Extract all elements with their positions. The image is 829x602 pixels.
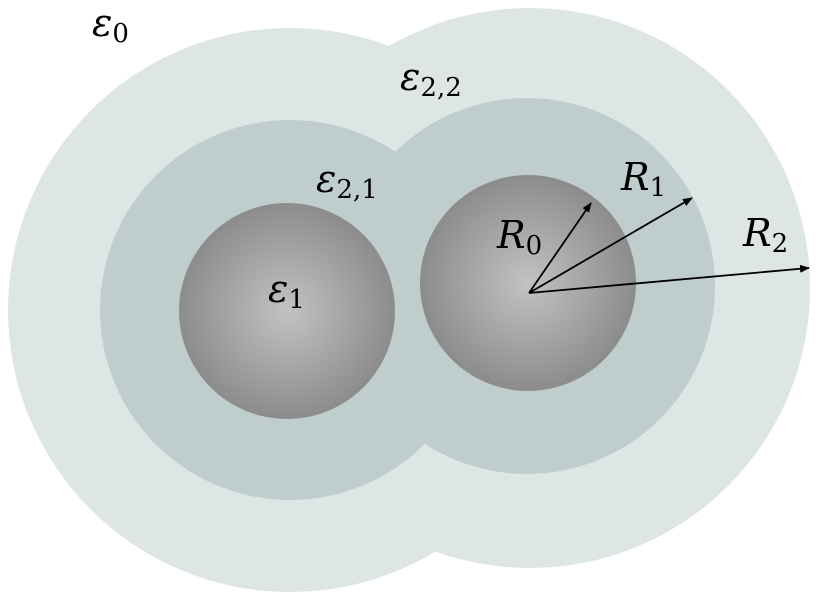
- label-r0: R0: [496, 213, 542, 261]
- label-eps21: ε2,1: [316, 157, 378, 205]
- label-r1-main: R: [620, 155, 650, 199]
- label-eps21-main: ε: [316, 157, 336, 201]
- label-r0-main: R: [496, 213, 526, 257]
- arrow-r0: [528, 202, 592, 294]
- label-r0-sub: 0: [526, 231, 543, 261]
- label-eps0: ε0: [92, 1, 129, 49]
- label-r1-sub: 1: [650, 173, 667, 203]
- label-eps21-sub: 2,1: [336, 175, 377, 205]
- arrow-r2: [528, 264, 810, 294]
- label-eps1-sub: 1: [288, 285, 305, 315]
- arrow-r1: [528, 197, 693, 294]
- label-r2-main: R: [742, 211, 772, 255]
- label-eps1-main: ε: [268, 267, 288, 311]
- label-eps22-main: ε: [400, 55, 420, 99]
- core-left: [179, 203, 395, 419]
- label-r2: R2: [742, 211, 788, 259]
- label-r2-sub: 2: [772, 229, 789, 259]
- core-right: [420, 175, 636, 391]
- radius-arrows: [528, 197, 810, 294]
- label-eps22-sub: 2,2: [420, 73, 461, 103]
- label-eps0-sub: 0: [112, 19, 129, 49]
- label-eps0-main: ε: [92, 1, 112, 45]
- label-r1: R1: [620, 155, 666, 203]
- label-eps22: ε2,2: [400, 55, 462, 103]
- label-eps1: ε1: [268, 267, 305, 315]
